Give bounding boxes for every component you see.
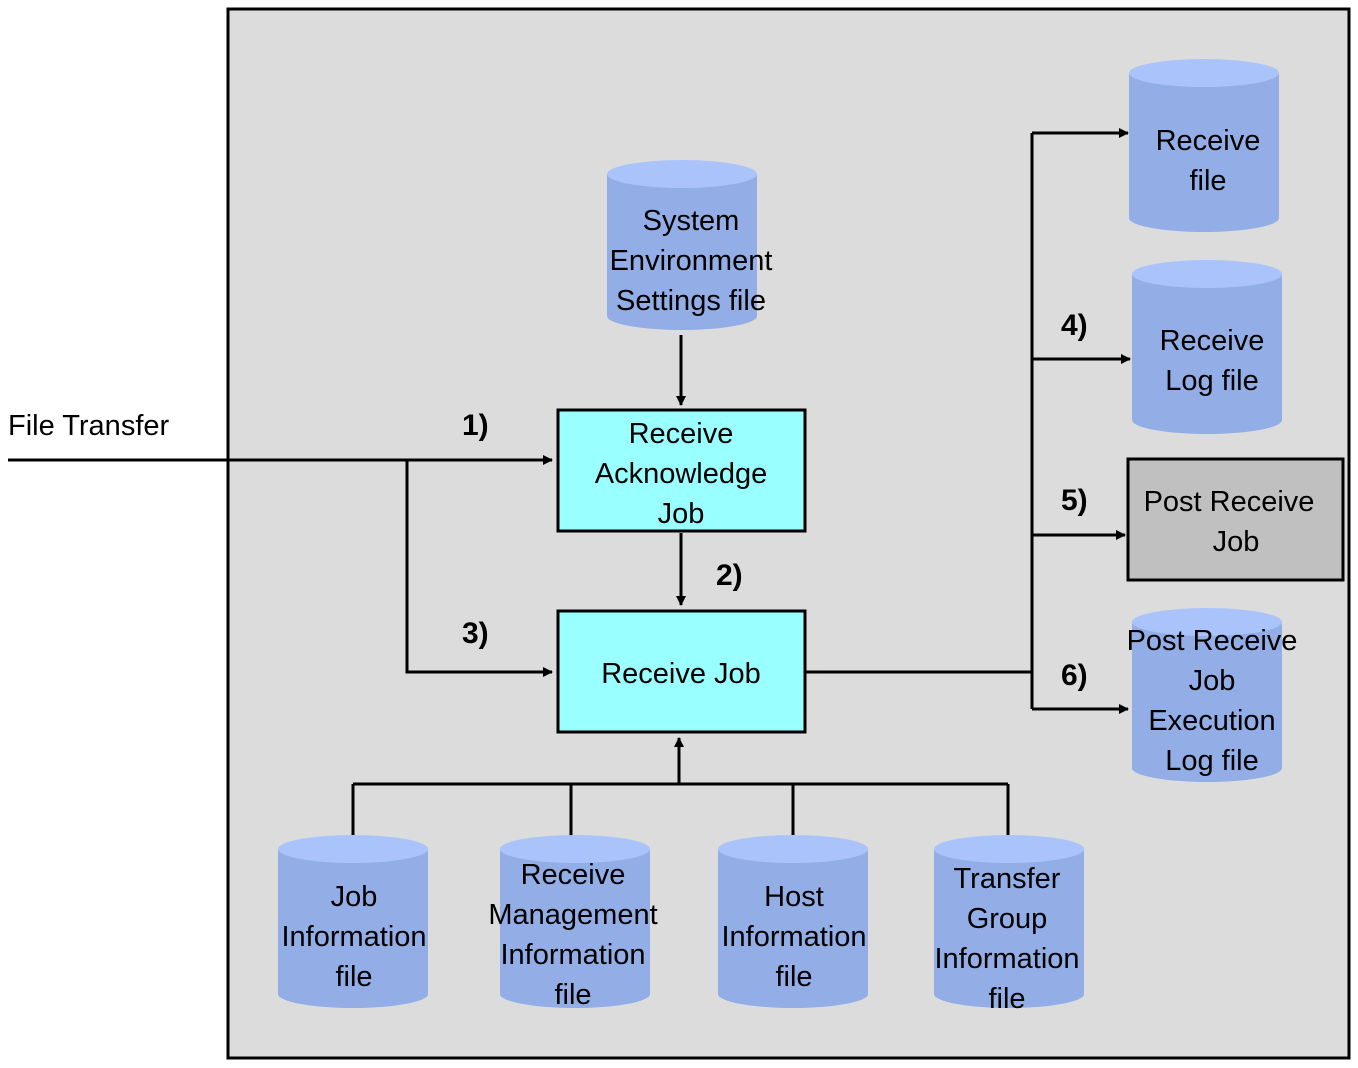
step-1-label: 1) [462, 409, 489, 442]
step-6-label: 6) [1061, 659, 1088, 692]
svg-text:Receive Job: Receive Job [601, 658, 761, 690]
step-2-label: 2) [716, 559, 743, 592]
file-transfer-label: File Transfer [8, 410, 169, 442]
step-5-label: 5) [1061, 484, 1088, 517]
step-3-label: 3) [462, 617, 489, 650]
step-4-label: 4) [1061, 309, 1088, 342]
connectors [8, 128, 1131, 836]
receive-job: Receive Job [556, 609, 807, 734]
